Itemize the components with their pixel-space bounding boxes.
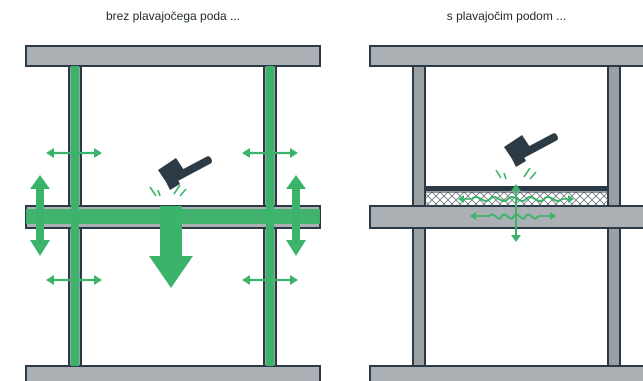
- impact-marks: [149, 184, 187, 197]
- ceiling-slab: [25, 45, 321, 67]
- caption-with-floating-floor: s plavajočim podom ...: [446, 9, 567, 23]
- vibration-lines: [458, 167, 574, 242]
- ceiling-slab: [369, 45, 643, 67]
- horizontal-vibration-arrows: [46, 148, 298, 285]
- vertical-vibration-arrow-left: [30, 175, 50, 256]
- caption-without-floating-floor: brez plavajočega poda ...: [105, 9, 241, 23]
- panel-with-floating-floor: [369, 45, 643, 381]
- hammer-icon: [158, 156, 213, 190]
- sound-transmission: [26, 66, 320, 366]
- floor-slab-bottom: [369, 365, 643, 381]
- middle-floor-slab: [369, 205, 643, 229]
- hammer-icon: [504, 133, 559, 167]
- vertical-vibration-arrow-right: [286, 175, 306, 256]
- impact-sound-arrow-icon: [149, 206, 193, 288]
- panel-without-floating-floor: [25, 45, 321, 381]
- floor-slab-bottom: [25, 365, 321, 381]
